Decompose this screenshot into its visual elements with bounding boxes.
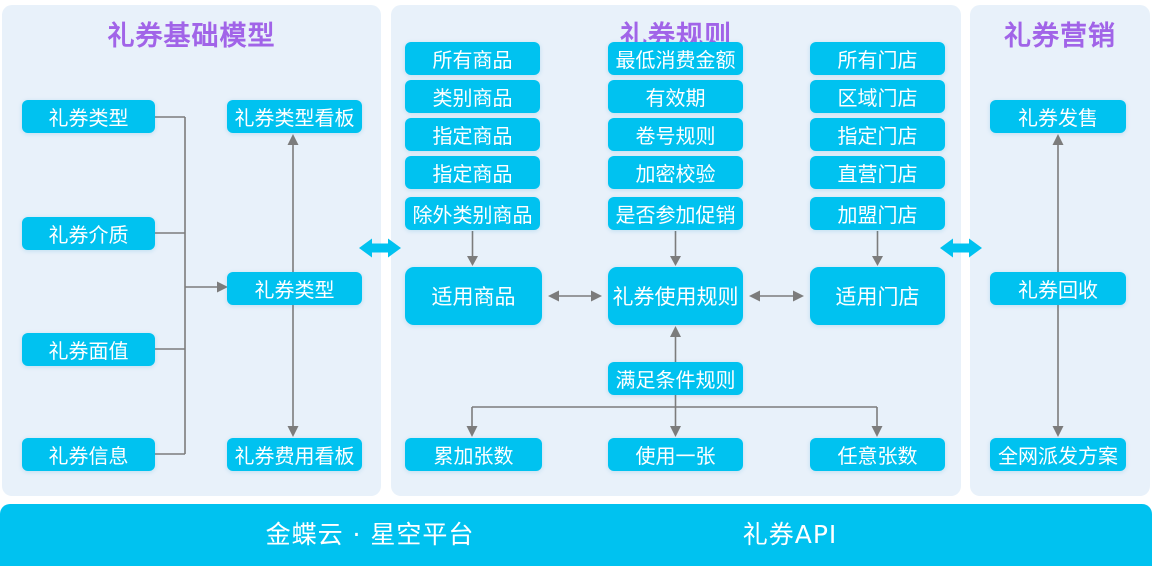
node-product-option-4: 指定商品 (405, 156, 540, 189)
node-voucher-recycle: 礼券回收 (990, 272, 1126, 305)
node-product-option-3: 指定商品 (405, 118, 540, 151)
node-voucher-value: 礼券面值 (22, 333, 155, 366)
node-store-option-1: 所有门店 (810, 42, 945, 75)
footer-platform-label: 金蝶云 · 星空平台 (265, 520, 475, 549)
panel-marketing: 礼券营销 (970, 5, 1150, 496)
node-voucher-type-board: 礼券类型看板 (227, 100, 362, 133)
footer-bar: 金蝶云 · 星空平台 礼券API (0, 504, 1152, 566)
node-voucher-type: 礼券类型 (22, 100, 155, 133)
node-qty-single: 使用一张 (608, 438, 743, 471)
node-usage-rules: 礼券使用规则 (608, 267, 743, 325)
node-store-option-3: 指定门店 (810, 118, 945, 151)
node-usage-option-1: 最低消费金额 (608, 42, 743, 75)
node-product-option-5: 除外类别商品 (405, 197, 540, 230)
node-product-option-2: 类别商品 (405, 80, 540, 113)
node-usage-option-3: 卷号规则 (608, 118, 743, 151)
node-product-option-1: 所有商品 (405, 42, 540, 75)
node-voucher-info: 礼券信息 (22, 438, 155, 471)
node-applicable-stores: 适用门店 (810, 267, 945, 325)
footer-api-label: 礼券API (742, 520, 838, 549)
node-condition-rule: 满足条件规则 (608, 362, 743, 395)
node-usage-option-2: 有效期 (608, 80, 743, 113)
node-distribution-plan: 全网派发方案 (990, 438, 1126, 471)
node-voucher-medium: 礼券介质 (22, 217, 155, 250)
node-voucher-type-center: 礼券类型 (227, 272, 362, 305)
node-qty-any: 任意张数 (810, 438, 945, 471)
node-qty-cumulative: 累加张数 (405, 438, 542, 471)
node-usage-option-5: 是否参加促销 (608, 197, 743, 230)
node-store-option-2: 区域门店 (810, 80, 945, 113)
panel-title-base-model: 礼券基础模型 (107, 21, 276, 52)
node-usage-option-4: 加密校验 (608, 156, 743, 189)
node-applicable-products: 适用商品 (405, 267, 542, 325)
node-voucher-fee-board: 礼券费用看板 (227, 438, 362, 471)
node-store-option-4: 直营门店 (810, 156, 945, 189)
panel-base-model: 礼券基础模型 (2, 5, 381, 496)
node-store-option-5: 加盟门店 (810, 197, 945, 230)
node-voucher-issue: 礼券发售 (990, 100, 1126, 133)
panel-title-marketing: 礼券营销 (1004, 21, 1116, 52)
panel-rules: 礼券规则 (391, 5, 961, 496)
